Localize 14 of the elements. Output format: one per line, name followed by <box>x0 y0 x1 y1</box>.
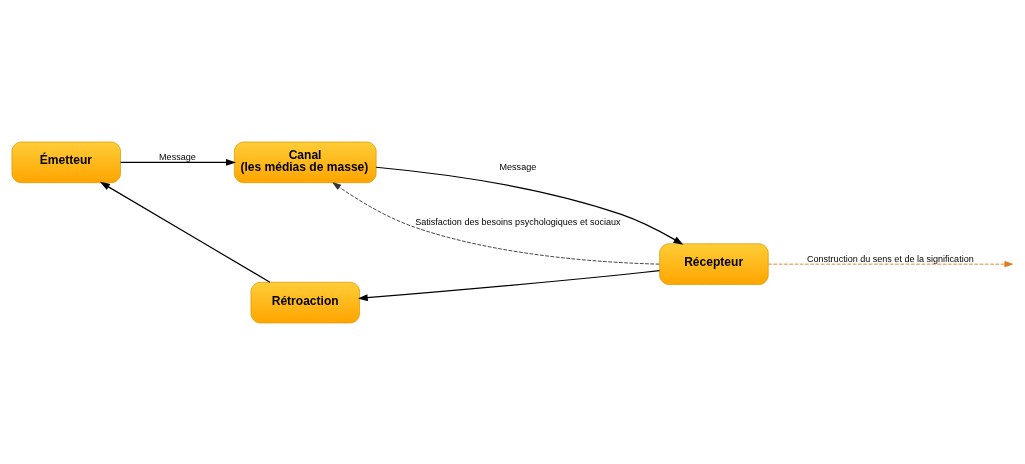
arrow <box>119 158 236 166</box>
arrow <box>332 181 660 265</box>
node-box: Rétroaction <box>250 281 360 323</box>
arrow <box>357 269 661 301</box>
arrow <box>767 260 1013 267</box>
arrow <box>375 166 684 245</box>
node-box: Canal (les médias de masse) <box>234 141 377 183</box>
node-box: Récepteur <box>659 242 769 285</box>
edge-label: Satisfaction des besoins psychologiques et sociaux <box>415 216 621 227</box>
arrow <box>99 181 271 283</box>
edge-label: Construction du sens et de la signification <box>807 253 974 264</box>
edge-label: Message <box>159 151 196 162</box>
edge-label: Message <box>499 161 537 172</box>
node-box: Émetteur <box>11 141 121 183</box>
